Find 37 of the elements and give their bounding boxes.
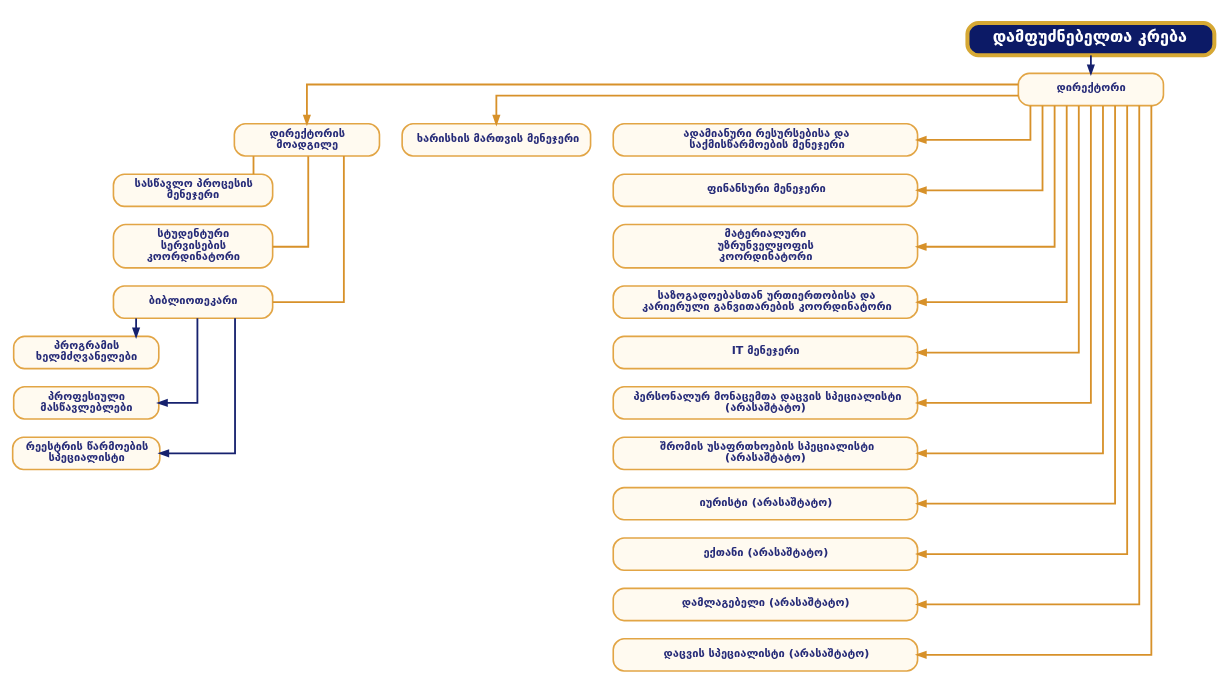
node-box: დამლაგებელი (არასაშტატო) bbox=[612, 587, 919, 621]
connector bbox=[271, 154, 345, 303]
node-box: ხარისხის მართვის მენეჯერი bbox=[401, 122, 592, 157]
node-box: პროფესიული მასწავლებლები bbox=[12, 385, 160, 420]
arrow bbox=[915, 104, 1080, 357]
connector bbox=[271, 154, 310, 248]
arrow bbox=[302, 83, 1020, 126]
arrow bbox=[1086, 53, 1095, 76]
node-box: შრომის უსაფრთხოების სპეციალისტი (არასაშტატო) bbox=[612, 435, 919, 470]
node-box: პროგრამის ხელმძღვანელები bbox=[12, 335, 160, 369]
arrow bbox=[915, 104, 1068, 306]
node-box: მატერიალური უზრუნველყოფის კოორდინატორი bbox=[612, 223, 919, 269]
arrow bbox=[914, 104, 1032, 144]
node-box: ფინანსური მენეჯერი bbox=[612, 172, 919, 207]
node-box: სასწავლო პროცესის მენეჯერი bbox=[112, 172, 274, 207]
node-box: საზოგადოებასთან ურთიერთობისა და კარიერული განვითარების კოორდინატორი bbox=[612, 284, 919, 319]
node-box: ბიბლიოთეკარი bbox=[112, 284, 274, 319]
node-box: დირექტორის მოადგილე bbox=[233, 122, 381, 157]
node-box: რეესტრის წარმოების სპეციალისტი bbox=[11, 435, 161, 470]
node-box: იურისტი (არასაშტატო) bbox=[612, 486, 919, 521]
node-box: დაცვის სპეციალისტი (არასაშტატო) bbox=[612, 637, 919, 672]
node-box: პერსონალურ მონაცემთა დაცვის სპეციალისტი (არასაშტატო) bbox=[612, 385, 919, 420]
node-box: ადამიანური რესურსებისა და საქმისწარმოების მენეჯერი bbox=[612, 122, 919, 157]
node-box: სტუდენტური სერვისების კოორდინატორი bbox=[112, 223, 274, 269]
arrow bbox=[157, 316, 236, 457]
arrow bbox=[492, 94, 1020, 126]
arrow bbox=[156, 316, 199, 407]
arrow bbox=[915, 104, 1116, 508]
arrow bbox=[914, 104, 1092, 407]
arrow bbox=[915, 104, 1044, 194]
node-box: IT მენეჯერი bbox=[612, 335, 919, 369]
node-box: დამფუძნებელთა კრება bbox=[965, 20, 1217, 57]
arrow bbox=[132, 316, 141, 339]
arrow bbox=[914, 104, 1056, 251]
node-box: დირექტორი bbox=[1017, 72, 1165, 106]
arrow bbox=[915, 104, 1104, 457]
node-box: ექთანი (არასაშტატო) bbox=[612, 536, 919, 571]
